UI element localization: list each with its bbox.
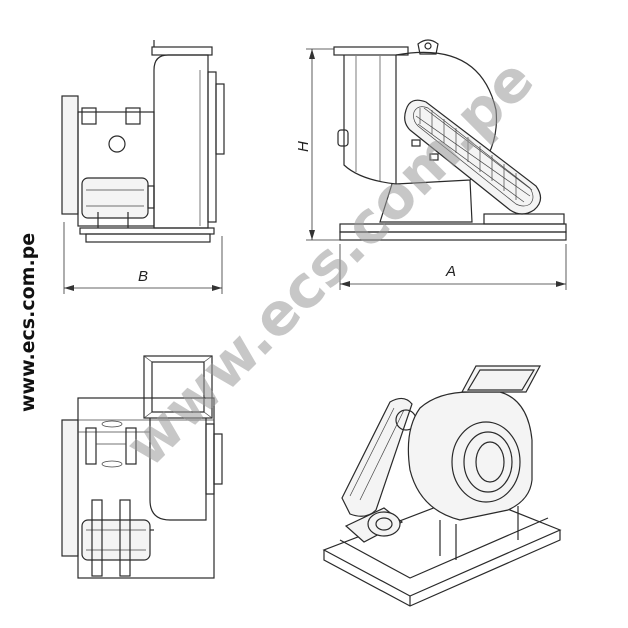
dimension-b-label: B bbox=[138, 268, 148, 285]
dimension-a-label: A bbox=[445, 263, 456, 280]
side-view bbox=[61, 40, 225, 243]
top-view bbox=[61, 355, 223, 579]
side-watermark-text: www.ecs.com.pe bbox=[17, 233, 39, 412]
dimension-h-label: H bbox=[295, 141, 312, 152]
front-view bbox=[333, 39, 567, 241]
isometric-view bbox=[322, 365, 562, 607]
belt-guard-mesh bbox=[415, 107, 533, 203]
dimension-b: B bbox=[63, 222, 223, 294]
dimension-h: H bbox=[295, 48, 340, 241]
side-watermark: www.ecs.com.pe bbox=[17, 233, 39, 412]
dimension-a: A bbox=[339, 244, 567, 290]
